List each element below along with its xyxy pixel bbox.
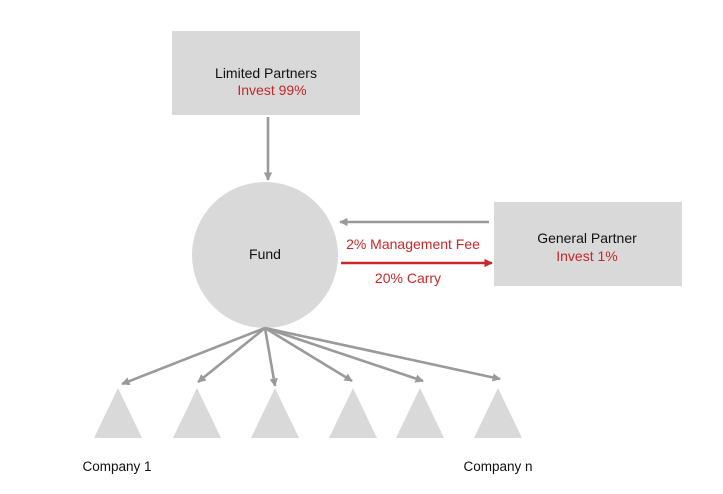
company-nodes xyxy=(94,388,522,438)
first-company-label: Company 1 xyxy=(82,459,151,474)
fund-to-company-arrow-6 xyxy=(264,326,501,382)
company-triangle-4 xyxy=(329,388,377,438)
company-triangle-2 xyxy=(173,388,221,438)
fund-to-company-arrow-5 xyxy=(264,326,424,383)
fund-node: Fund xyxy=(192,182,338,328)
limited-partners-node: Limited Partners Invest 99% xyxy=(172,31,360,115)
company-triangle-5 xyxy=(396,388,444,438)
last-company-label: Company n xyxy=(463,459,532,474)
fund-to-company-arrow-4 xyxy=(264,326,353,383)
limited-partners-box xyxy=(172,31,360,115)
management-fee-label: 2% Management Fee xyxy=(346,236,480,252)
fund-to-company-arrow-2 xyxy=(197,326,266,384)
fund-to-company-arrow-1 xyxy=(121,326,266,386)
limited-partners-investment: Invest 99% xyxy=(237,82,306,98)
company-triangle-6 xyxy=(474,388,522,438)
general-partner-box xyxy=(494,202,682,286)
fund-to-companies-arrows xyxy=(121,326,501,387)
general-partner-investment: Invest 1% xyxy=(556,248,617,264)
fund-label: Fund xyxy=(249,246,281,262)
fund-circle xyxy=(192,182,338,328)
company-triangle-1 xyxy=(94,388,142,438)
fund-to-company-arrow-3 xyxy=(263,327,278,387)
carry-label: 20% Carry xyxy=(375,270,441,286)
limited-partners-title: Limited Partners xyxy=(215,65,317,81)
general-partner-title: General Partner xyxy=(537,230,637,246)
general-partner-node: General Partner Invest 1% xyxy=(494,202,682,286)
company-triangle-3 xyxy=(251,388,299,438)
